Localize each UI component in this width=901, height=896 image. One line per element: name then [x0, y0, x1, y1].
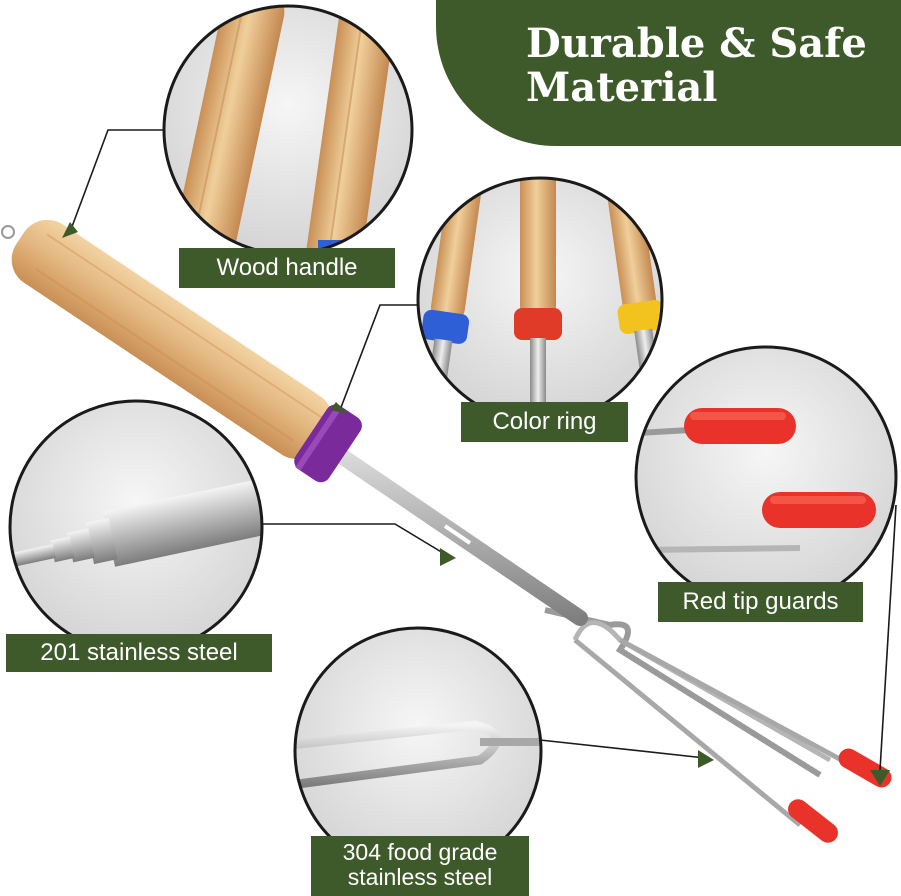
- steel-304-bubble: [293, 626, 543, 876]
- blue-ring: [421, 309, 470, 344]
- steel-201-label: 201 stainless steel: [6, 634, 272, 672]
- red-ring: [514, 308, 562, 340]
- purple-color-ring: [294, 404, 362, 483]
- fork-tip-guard: [838, 748, 892, 788]
- fork-tip-guard: [788, 799, 838, 843]
- headline: Durable & Safe Material: [526, 22, 867, 110]
- headline-line-2: Material: [526, 64, 718, 111]
- arrowheads: [62, 222, 890, 786]
- red-tip-guards-bubble: [634, 345, 898, 609]
- steel-304-label-line-1: 304 food grade: [342, 839, 498, 865]
- headline-banner: Durable & Safe Material: [436, 0, 901, 146]
- fork-prongs: [544, 607, 822, 778]
- leader-lines: [69, 129, 897, 771]
- wood-handle: [11, 219, 333, 459]
- wood-handle-label: Wood handle: [179, 248, 395, 288]
- roasting-stick: [1, 219, 892, 843]
- steel-304-label-line-2: stainless steel: [347, 864, 493, 890]
- wood-handle-bubble: [162, 4, 414, 256]
- yellow-ring: [617, 299, 662, 334]
- headline-line-1: Durable & Safe: [526, 20, 867, 67]
- steel-304-label: 304 food grade stainless steel: [311, 836, 529, 896]
- color-ring-label: Color ring: [461, 402, 628, 442]
- red-tip-guards-label: Red tip guards: [658, 582, 863, 622]
